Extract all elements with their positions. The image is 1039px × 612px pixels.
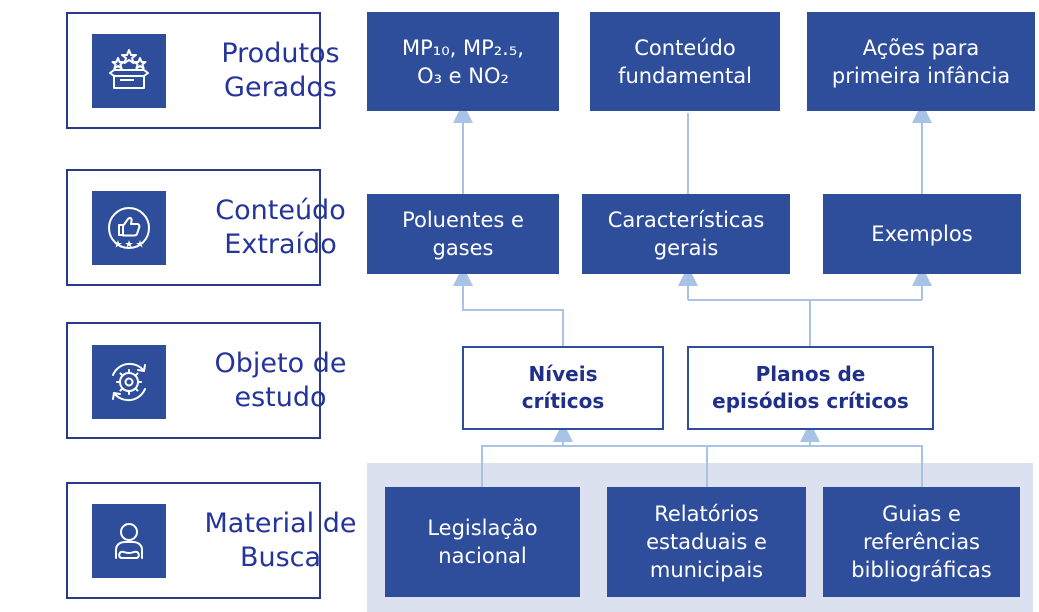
stage-label-line: Material de	[204, 508, 357, 539]
stage-label-line: Conteúdo	[215, 195, 346, 226]
gear-cycle-icon	[92, 345, 166, 419]
node-line: Guias e	[882, 502, 961, 526]
product-node: Conteúdo fundamental	[590, 12, 780, 111]
node-line: Características	[607, 208, 765, 232]
node-line: Conteúdo	[634, 35, 736, 60]
material-node: Guias e referências bibliográficas	[823, 487, 1020, 597]
stage-label-line: Busca	[239, 542, 322, 573]
stage-label: Material de Busca	[178, 502, 383, 580]
node-line: Planos de	[755, 362, 866, 386]
node-line: Legislação	[427, 516, 538, 540]
stage-label-line: Produtos	[221, 38, 340, 69]
material-node: Legislação nacional	[385, 487, 580, 597]
node-line: episódios críticos	[712, 389, 909, 413]
node-line: Níveis	[528, 362, 598, 386]
stage-produtos-gerados: Produtos Gerados	[66, 12, 340, 129]
node-line: bibliográficas	[851, 558, 992, 582]
stage-label-line: Extraído	[224, 229, 337, 260]
node-line: nacional	[438, 544, 527, 568]
object-node: Níveis críticos	[462, 346, 664, 430]
node-line: Ações para	[862, 35, 980, 60]
thumbs-up-icon	[92, 191, 166, 265]
node-line: estaduais e	[646, 530, 767, 554]
node-line: municipais	[649, 558, 764, 582]
node-line: Exemplos	[871, 222, 973, 246]
stage-label: Objeto de estudo	[178, 342, 383, 420]
content-node: Poluentes e gases	[367, 194, 559, 274]
node-line: gases	[432, 236, 494, 260]
stage-label-line: estudo	[234, 382, 327, 413]
content-node: Características gerais	[582, 194, 790, 274]
product-node: MP₁₀, MP₂.₅, O₃ e NO₂	[367, 12, 559, 111]
node-line: referências	[863, 530, 980, 554]
product-node: Ações para primeira infância	[807, 12, 1035, 111]
material-node: Relatórios estaduais e municipais	[607, 487, 806, 597]
node-line: Relatórios	[654, 502, 759, 526]
node-line: gerais	[653, 236, 719, 260]
person-icon	[92, 504, 166, 578]
stage-conteudo-extraido: Conteúdo Extraído	[66, 169, 346, 286]
object-node: Planos de episódios críticos	[687, 346, 934, 430]
node-line: fundamental	[618, 63, 752, 88]
stage-label-line: Objeto de	[214, 348, 347, 379]
node-line: O₃ e NO₂	[417, 63, 509, 88]
content-node: Exemplos	[823, 194, 1021, 274]
node-line: primeira infância	[831, 63, 1011, 88]
node-line: críticos	[521, 389, 605, 413]
stage-objeto-de-estudo: Objeto de estudo	[66, 322, 346, 439]
stage-label: Produtos Gerados	[178, 32, 383, 110]
stars-box-icon	[92, 34, 166, 108]
node-line: MP₁₀, MP₂.₅,	[402, 35, 524, 60]
node-line: Poluentes e	[402, 208, 524, 232]
stage-label-line: Gerados	[224, 72, 337, 103]
stage-label: Conteúdo Extraído	[178, 189, 383, 267]
stage-material-de-busca: Material de Busca	[66, 482, 357, 599]
